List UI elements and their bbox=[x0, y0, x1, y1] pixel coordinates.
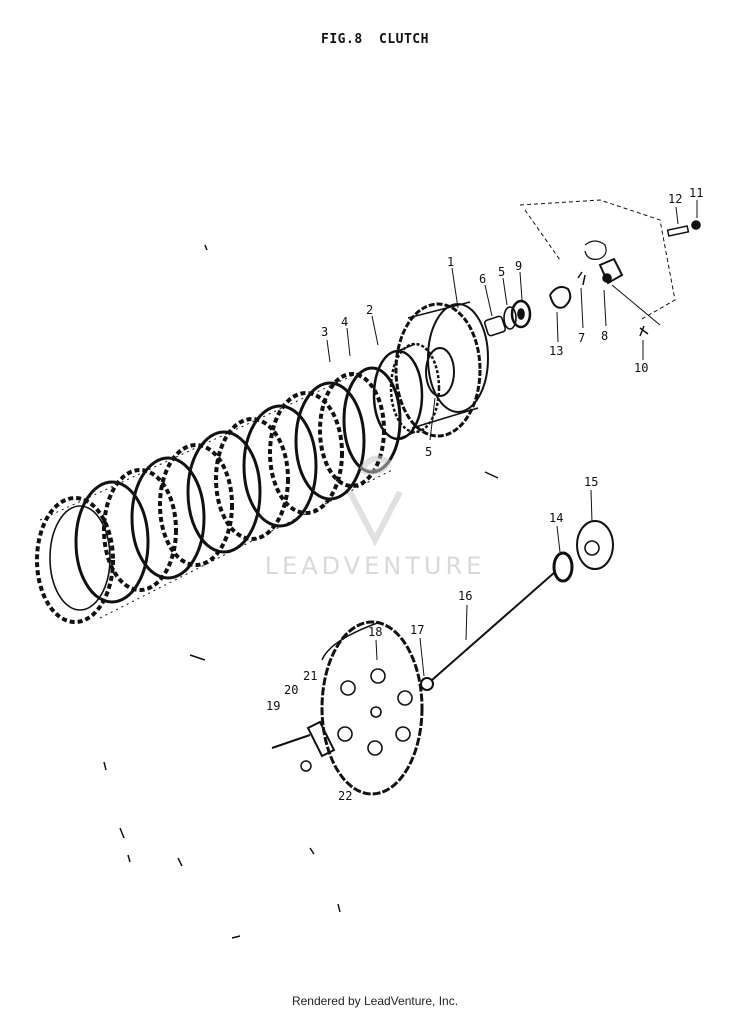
part-callouts: 1 2 3 4 5 6 5 9 12 11 13 7 8 10 15 14 16… bbox=[266, 186, 703, 803]
callout-6: 6 bbox=[479, 272, 486, 286]
release-mechanism bbox=[519, 199, 701, 337]
callout-21: 21 bbox=[303, 669, 317, 683]
callout-2: 2 bbox=[366, 303, 373, 317]
callout-4: 4 bbox=[341, 315, 348, 329]
clutch-hub bbox=[372, 342, 441, 441]
callout-18: 18 bbox=[368, 625, 382, 639]
callout-12: 12 bbox=[668, 192, 682, 206]
callout-11: 11 bbox=[689, 186, 703, 200]
scan-specks bbox=[103, 244, 499, 939]
callout-5-upper: 5 bbox=[498, 265, 505, 279]
watermark-text: LEADVENTURE bbox=[264, 552, 486, 580]
callout-10: 10 bbox=[634, 361, 648, 375]
callout-9: 9 bbox=[515, 259, 522, 273]
figure-number: FIG.8 bbox=[321, 32, 363, 47]
callout-14: 14 bbox=[549, 511, 563, 525]
spring-and-bolt bbox=[271, 720, 336, 772]
leadventure-logo-mark bbox=[347, 455, 403, 547]
pressure-plate bbox=[320, 620, 424, 796]
shaft-spacers bbox=[483, 299, 532, 337]
clutch-housing bbox=[394, 301, 489, 438]
callout-19: 19 bbox=[266, 699, 280, 713]
callout-22: 22 bbox=[338, 789, 352, 803]
callout-20: 20 bbox=[284, 683, 298, 697]
figure-title: FIG.8 CLUTCH bbox=[0, 32, 750, 47]
push-rod-assembly bbox=[420, 520, 614, 691]
callout-17: 17 bbox=[410, 623, 424, 637]
footer-credit: Rendered by LeadVenture, Inc. bbox=[291, 994, 459, 1008]
callout-8: 8 bbox=[601, 329, 608, 343]
clutch-plate-stack bbox=[35, 366, 402, 624]
callout-5-lower: 5 bbox=[425, 445, 432, 459]
leader-lines bbox=[326, 200, 698, 677]
callout-16: 16 bbox=[458, 589, 472, 603]
callout-15: 15 bbox=[584, 475, 598, 489]
callout-1: 1 bbox=[447, 255, 454, 269]
figure-name: CLUTCH bbox=[379, 32, 429, 47]
callout-13: 13 bbox=[549, 344, 563, 358]
callout-3: 3 bbox=[321, 325, 328, 339]
callout-7: 7 bbox=[578, 331, 585, 345]
